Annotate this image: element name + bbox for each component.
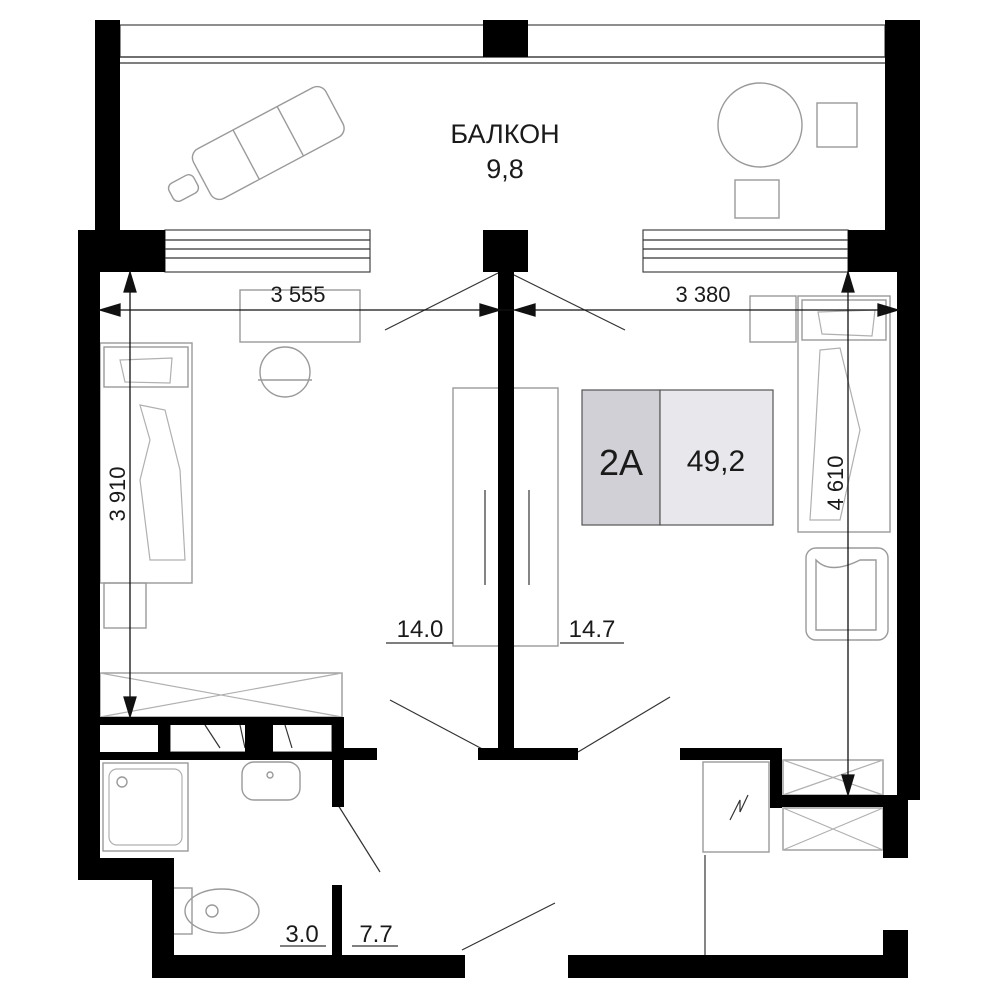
dimension-living-depth: 4 610 [823, 455, 848, 510]
office-chair-icon [258, 346, 312, 398]
balcony-chair-icon [816, 102, 858, 148]
dimension-bedroom-depth: 3 910 [105, 466, 130, 521]
bedroom-area: 14.0 [397, 616, 444, 643]
bed-left-icon [99, 342, 193, 584]
fridge-icon [702, 761, 770, 853]
wardrobe-bedroom-icon [99, 672, 343, 718]
apartment-total-area: 49,2 [687, 445, 745, 478]
walls [78, 20, 920, 978]
dimension-bedroom-width: 3 555 [270, 282, 325, 307]
hall-area: 7.7 [359, 921, 392, 948]
sun-lounger-icon [167, 85, 345, 203]
shower-icon [102, 762, 189, 852]
door-swings [337, 271, 671, 951]
bathroom-area: 3.0 [285, 921, 318, 948]
toilet-icon [169, 887, 260, 935]
apartment-area-box [659, 389, 774, 526]
sink-icon [241, 761, 301, 801]
armchair-icon [805, 547, 889, 641]
dimension-living-width: 3 380 [675, 282, 730, 307]
balcony-area: 9,8 [486, 154, 524, 184]
living-area: 14.7 [569, 616, 616, 643]
apartment-type-box [581, 389, 661, 526]
apartment-badge: 2А 49,2 [581, 389, 774, 526]
round-table-icon [717, 82, 803, 168]
cabinet-icon [704, 759, 884, 958]
balcony-name: БАЛКОН [450, 119, 559, 149]
window-bedroom [164, 229, 371, 273]
nightstand-icon [103, 582, 147, 629]
balcony-chair-icon [734, 179, 780, 219]
window-living [642, 229, 849, 273]
sofa-bed-icon [797, 295, 891, 533]
desk-icon [239, 289, 361, 343]
dimension-lines [97, 269, 901, 798]
apartment-type: 2А [599, 442, 643, 483]
side-table-icon [749, 295, 797, 343]
